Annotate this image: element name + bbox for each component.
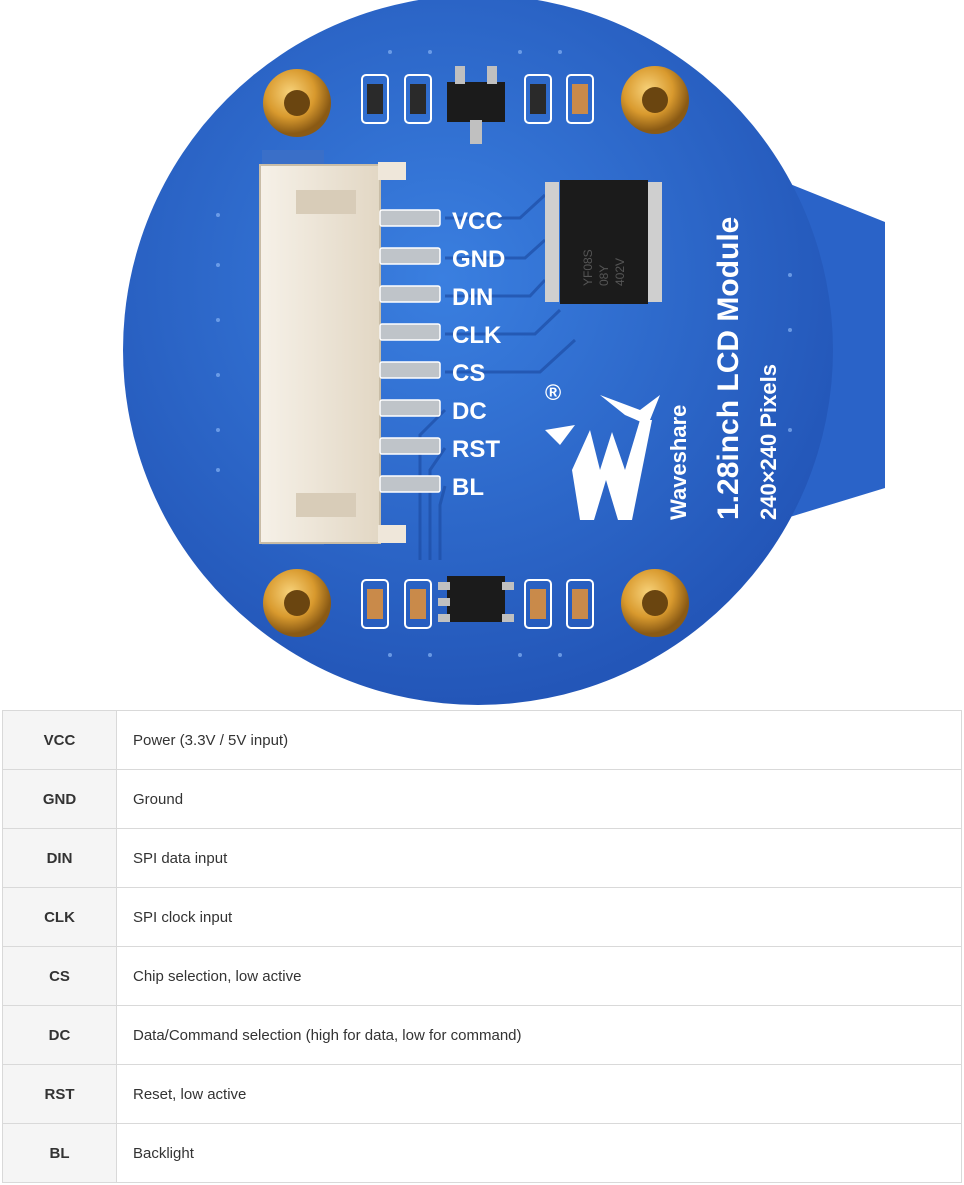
pin-silkscreen-labels: VCC GND DIN CLK CS DC RST BL bbox=[452, 208, 505, 501]
driver-chip: YF08S 08Y 402V bbox=[545, 180, 662, 304]
silk-pin-rst: RST bbox=[452, 436, 500, 463]
chip-marking-2: 08Y bbox=[597, 265, 611, 286]
table-row: BL Backlight bbox=[2, 1123, 962, 1183]
resolution-label: 240×240 Pixels bbox=[756, 364, 781, 520]
silk-pin-gnd: GND bbox=[452, 246, 505, 273]
pin-description-cell: Backlight bbox=[116, 1123, 962, 1183]
pin-name-cell: CLK bbox=[2, 887, 117, 947]
pin-description-cell: Ground bbox=[116, 769, 962, 829]
table-row: RST Reset, low active bbox=[2, 1064, 962, 1124]
table-row: VCC Power (3.3V / 5V input) bbox=[2, 710, 962, 770]
pcb-traces bbox=[418, 193, 577, 560]
table-row: GND Ground bbox=[2, 769, 962, 829]
module-name: 1.28inch LCD Module bbox=[712, 217, 745, 520]
silk-pin-cs: CS bbox=[452, 360, 485, 387]
chip-marking-3: 402V bbox=[613, 258, 627, 286]
registered-mark: ® bbox=[545, 380, 561, 405]
pin-name-cell: DIN bbox=[2, 828, 117, 888]
pin-description-cell: Reset, low active bbox=[116, 1064, 962, 1124]
vias bbox=[216, 50, 792, 657]
pin-description-cell: Power (3.3V / 5V input) bbox=[116, 710, 962, 770]
pin-name-cell: RST bbox=[2, 1064, 117, 1124]
table-row: CS Chip selection, low active bbox=[2, 946, 962, 1006]
pin-name-cell: BL bbox=[2, 1123, 117, 1183]
waveshare-logo: ® bbox=[545, 380, 660, 520]
pin-description-cell: Chip selection, low active bbox=[116, 946, 962, 1006]
pin-name-cell: GND bbox=[2, 769, 117, 829]
top-components bbox=[361, 66, 594, 144]
silk-pin-vcc: VCC bbox=[452, 208, 503, 235]
silk-pin-din: DIN bbox=[452, 284, 493, 311]
pin-name-cell: CS bbox=[2, 946, 117, 1006]
lcd-module-photo: YF08S 08Y 402V bbox=[123, 0, 885, 705]
bottom-components bbox=[361, 576, 594, 629]
table-row: CLK SPI clock input bbox=[2, 887, 962, 947]
pin-description-cell: Data/Command selection (high for data, l… bbox=[116, 1005, 962, 1065]
chip-marking-1: YF08S bbox=[581, 249, 595, 286]
mounting-holes bbox=[263, 66, 689, 637]
silk-pin-dc: DC bbox=[452, 398, 487, 425]
table-row: DC Data/Command selection (high for data… bbox=[2, 1005, 962, 1065]
pin-description-cell: SPI data input bbox=[116, 828, 962, 888]
pin-name-cell: DC bbox=[2, 1005, 117, 1065]
silk-pin-clk: CLK bbox=[452, 322, 502, 349]
pin-description-cell: SPI clock input bbox=[116, 887, 962, 947]
brand-name: Waveshare bbox=[666, 405, 691, 520]
lcd-board-illustration: YF08S 08Y 402V bbox=[123, 0, 885, 705]
pin-connector bbox=[259, 150, 441, 545]
module-silk-text: Waveshare 1.28inch LCD Module 240×240 Pi… bbox=[666, 217, 781, 520]
pin-name-cell: VCC bbox=[2, 710, 117, 770]
silk-pin-bl: BL bbox=[452, 474, 484, 501]
table-row: DIN SPI data input bbox=[2, 828, 962, 888]
pin-description-table: VCC Power (3.3V / 5V input) GND Ground D… bbox=[2, 710, 962, 1183]
